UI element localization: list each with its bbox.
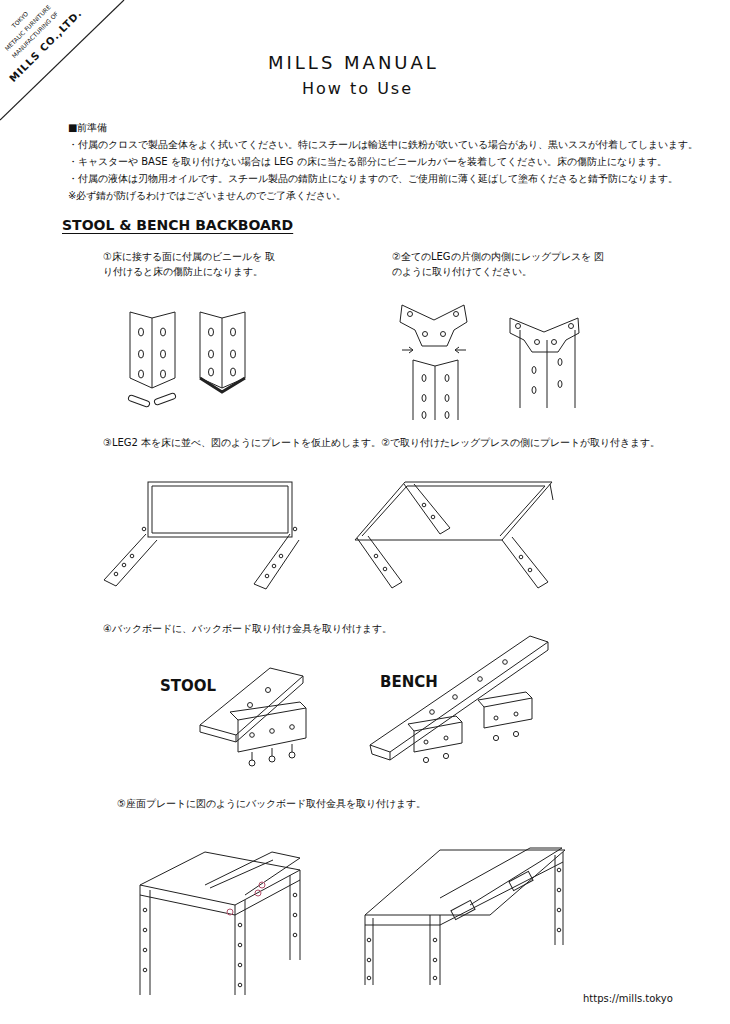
frame-figure [355,482,553,588]
leg-figure [200,312,245,392]
stamp-line [0,0,124,120]
manual-title: MILLS MANUAL [268,50,439,76]
bench-assembled-figure [365,848,565,985]
part-name: STOOL [160,676,216,698]
step-text: ③LEG2 本を床に並べ、図のようにプレートを仮止めします。②で取り付けたレッグ… [103,436,723,451]
leg-brace-figure [510,318,579,408]
section-heading: ■前準備 [68,121,107,136]
frame-figure [104,482,299,589]
note-text: ・付属の液体は刃物用オイルです。スチール製品の錆防止になりますので、ご使用前に薄… [68,172,724,187]
part-name: BENCH [380,672,438,694]
stool-assembled-figure [140,852,300,995]
step-text: ⑤座面プレートに図のようにバックボード取付金具を取り付けます。 [117,797,717,812]
note-text: ※必ず錆が防げるわけではございませんのでご了承ください。 [68,189,708,204]
note-text: ・付属のクロスで製品全体をよく拭いてください。特にスチールは輸送中に鉄粉が吹いて… [68,138,724,153]
subtitle: How to Use [302,77,413,100]
step-text: ④バックボードに、バックボード取り付け金具を取り付けます。 [103,622,703,637]
url-text: https://mills.tokyo [583,992,673,1007]
leg-brace-figure [400,305,467,420]
section-heading: STOOL & BENCH BACKBOARD [62,215,293,235]
note-text: ・キャスターや BASE を取り付けない場合は LEG の床に当たる部分にビニー… [68,155,724,170]
step-text: ①床に接する面に付属のビニールを 取り付けると床の傷防止になります。 [103,250,281,279]
bench-backboard-figure [370,636,548,763]
leg-figure [128,312,177,408]
step-text: ②全てのLEGの片側の内側にレッグプレスを 図のように取り付けてください。 [392,250,610,279]
